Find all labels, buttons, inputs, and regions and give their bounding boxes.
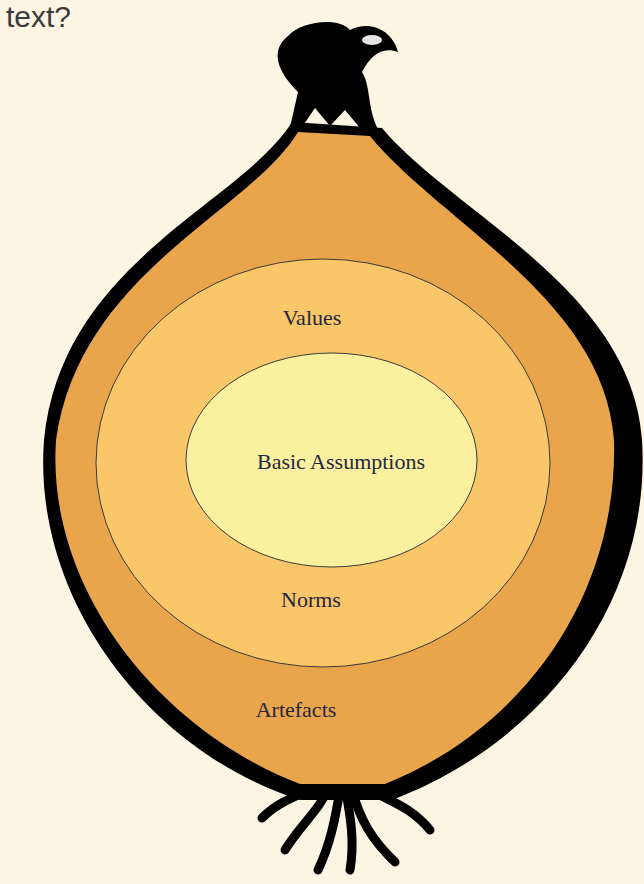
layer-label: Values (232, 305, 392, 331)
layer-label: Basic Assumptions (256, 449, 426, 475)
onion-ring: ValuesNorms Basic Assumptions (95, 258, 551, 668)
layer-label: Artefacts (216, 697, 376, 723)
layer-label: Norms (231, 587, 391, 613)
onion-ring: Basic Assumptions (185, 352, 478, 568)
heading-fragment: text? (6, 0, 71, 34)
